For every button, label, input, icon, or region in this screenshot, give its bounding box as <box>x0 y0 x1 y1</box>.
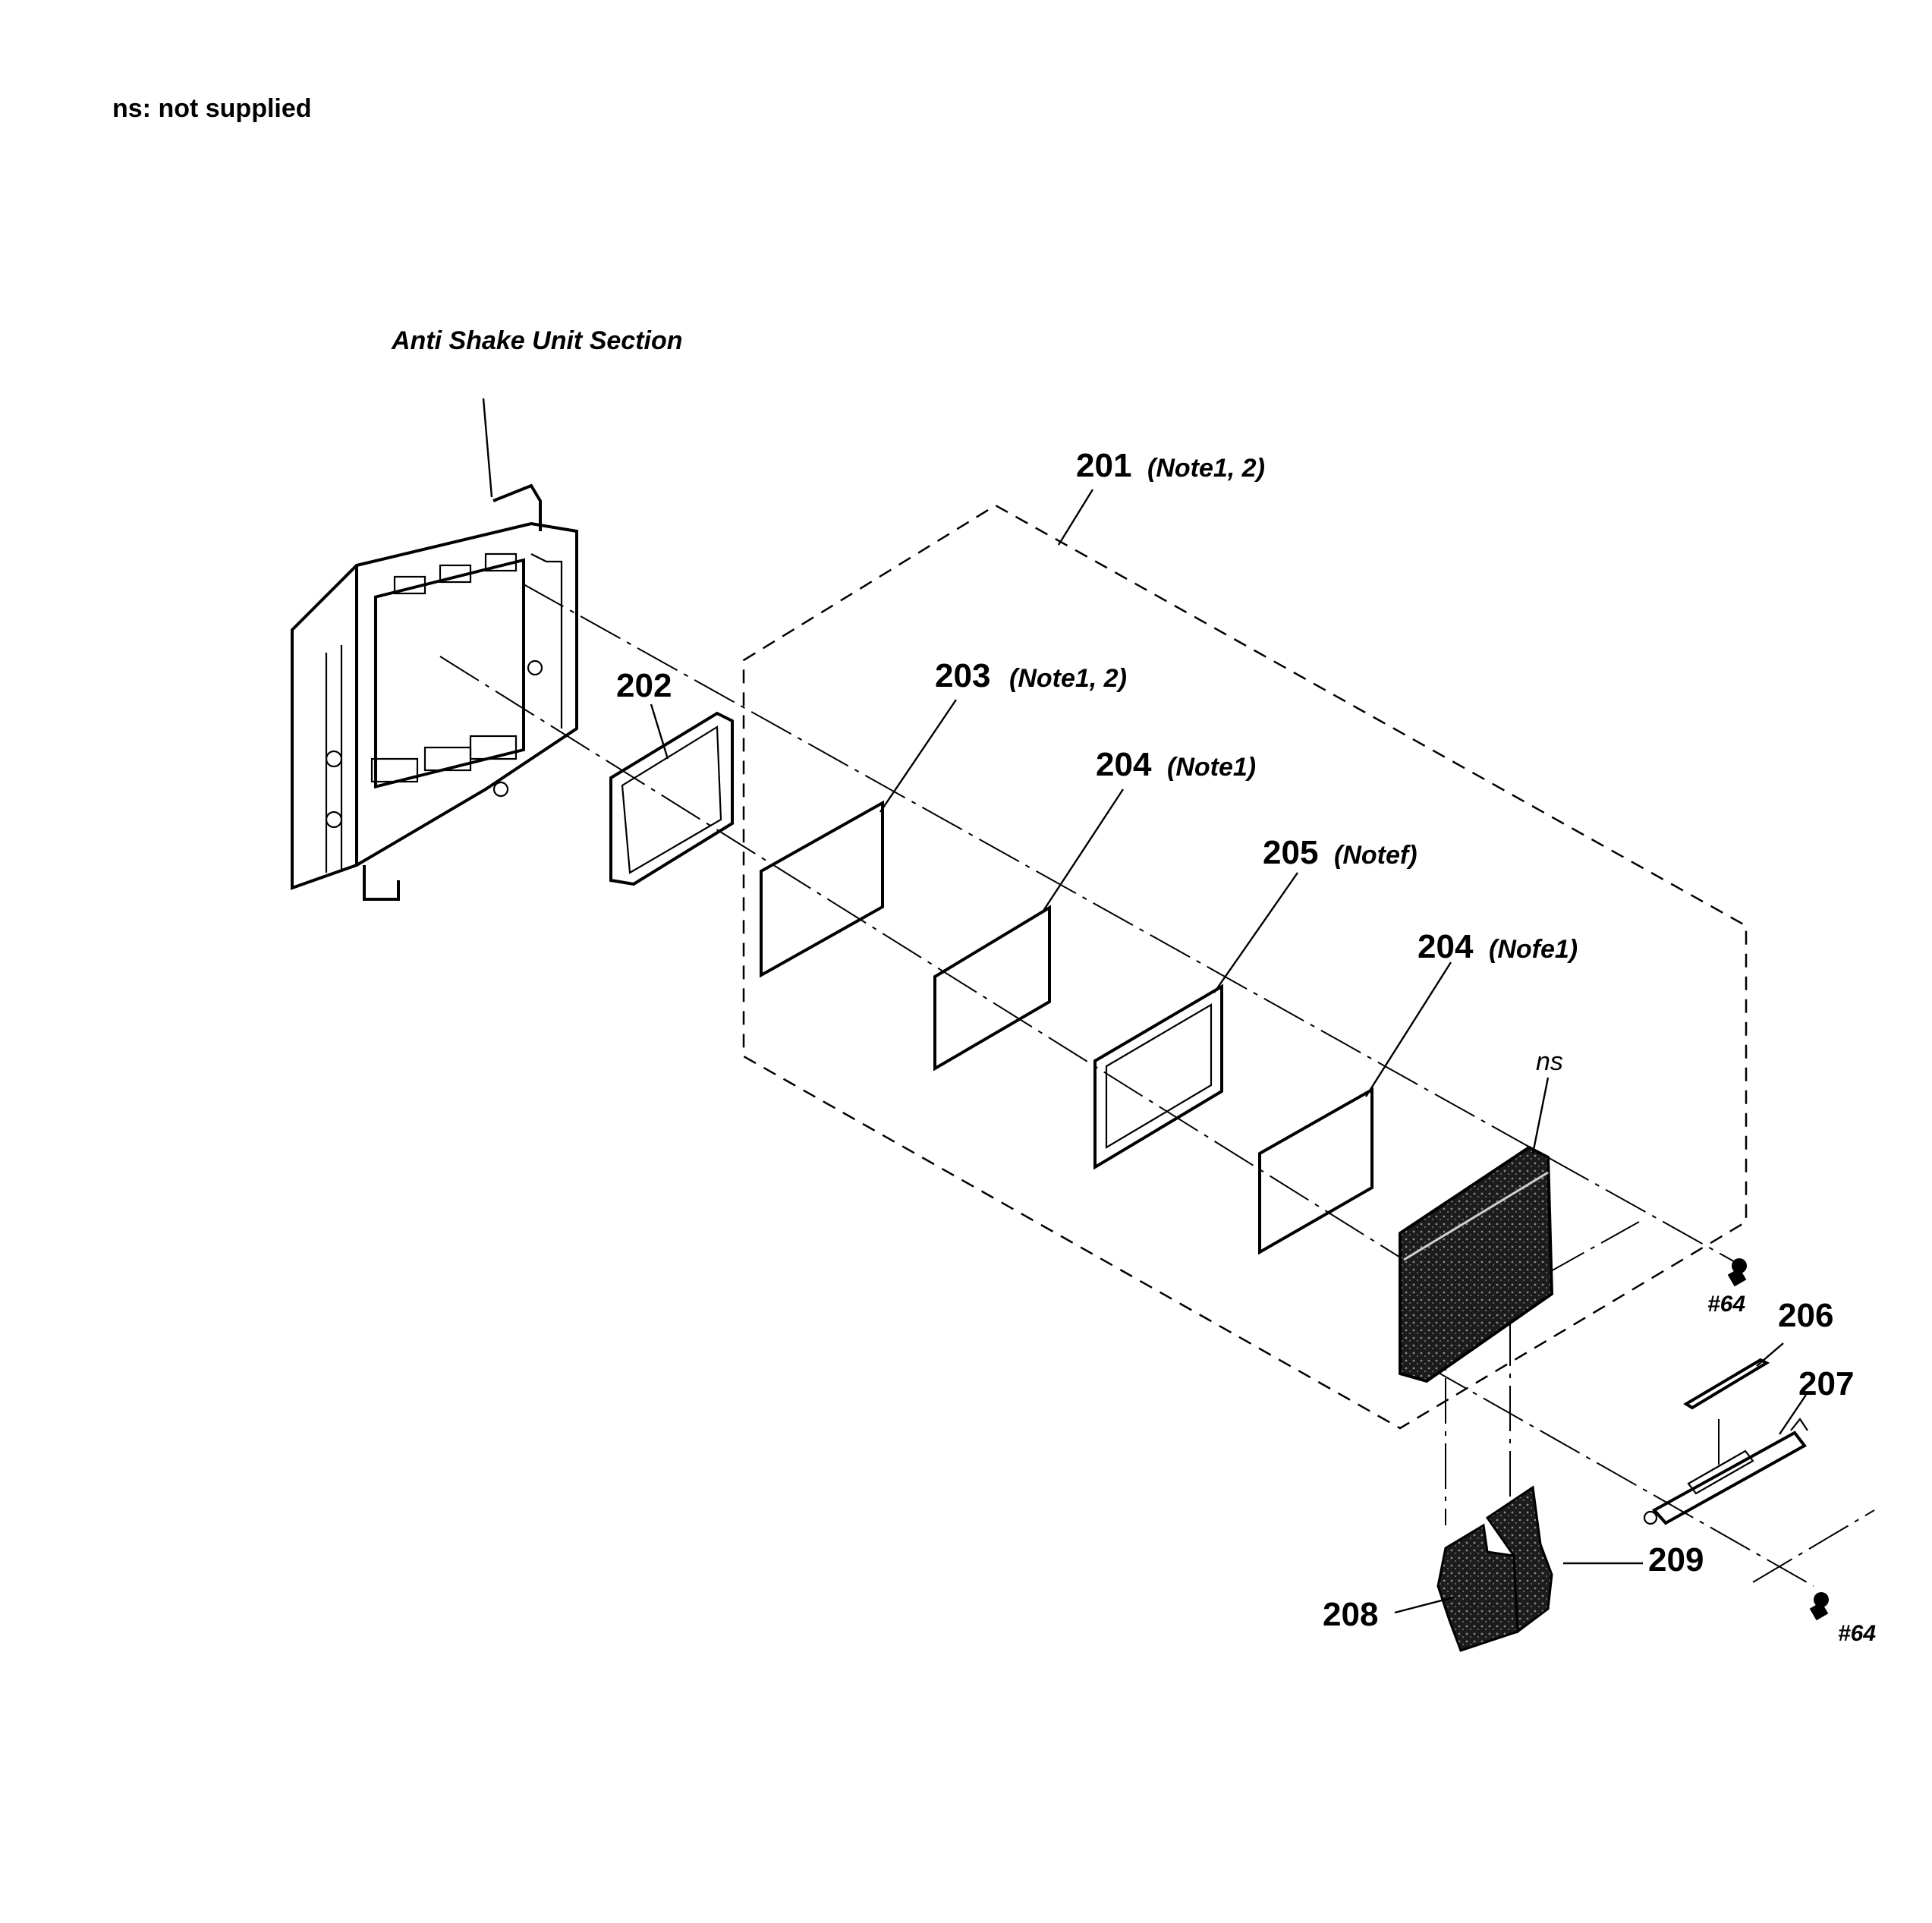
part-204b-note: (Nofe1) <box>1489 935 1578 964</box>
part-204b-leader <box>1364 962 1452 1097</box>
part-205-note: (Notef) <box>1334 841 1418 870</box>
part-206-sheet <box>1683 1358 1770 1410</box>
screw-label-1: #64 <box>1707 1292 1745 1317</box>
part-207-number: 207 <box>1798 1365 1854 1402</box>
part-204a-leader <box>1042 788 1125 911</box>
part-209-number: 209 <box>1648 1541 1704 1578</box>
screw-label-2: #64 <box>1838 1621 1876 1646</box>
axis-line-upper <box>523 584 1738 1264</box>
part-204b-number: 204 <box>1418 928 1474 965</box>
part-204a-note: (Note1) <box>1167 753 1256 782</box>
ns-tag: ns <box>1536 1047 1563 1076</box>
part-207-bracket <box>1643 1418 1808 1525</box>
section-leader <box>482 398 493 498</box>
screw-icon <box>1809 1592 1829 1621</box>
part-203-plate <box>760 800 884 978</box>
part-203-leader <box>879 699 957 813</box>
part-204a-number: 204 <box>1096 746 1152 783</box>
part-207-leader <box>1779 1394 1807 1435</box>
axis-side-link <box>1543 1221 1640 1276</box>
part-201-note: (Note1, 2) <box>1147 454 1265 483</box>
ns-leader <box>1531 1077 1550 1154</box>
section-label: Anti Shake Unit Section <box>391 326 683 355</box>
anti-shake-frame <box>291 483 578 901</box>
part-206-leader <box>1756 1342 1784 1367</box>
part-204a-sheet <box>933 905 1051 1072</box>
axis-line-center <box>439 656 1405 1260</box>
part-206-number: 206 <box>1778 1297 1833 1334</box>
screw-icon <box>1727 1258 1747 1287</box>
axis-screw-link <box>1752 1509 1875 1583</box>
part-208-leader <box>1394 1596 1454 1614</box>
part-204b-sheet <box>1258 1087 1373 1255</box>
legend-text: ns: not supplied <box>112 94 312 123</box>
part-202-number: 202 <box>616 667 672 704</box>
part-202-leader <box>650 703 669 760</box>
sensor-block-not-supplied <box>1399 1145 1554 1383</box>
part-205-number: 205 <box>1263 834 1318 871</box>
part-201-leader <box>1057 489 1094 546</box>
part-201-number: 201 <box>1076 447 1131 484</box>
parts-208-209-sheets <box>1436 1485 1553 1652</box>
part-205-leader <box>1213 872 1298 993</box>
assembly-201-boundary <box>742 504 1748 1430</box>
axis-line-lower <box>1426 1365 1814 1587</box>
part-203-note: (Note1, 2) <box>1009 664 1127 693</box>
part-203-number: 203 <box>935 657 990 694</box>
part-205-frame <box>1093 984 1223 1170</box>
part-202-frame <box>609 711 734 886</box>
part-208-number: 208 <box>1323 1596 1378 1633</box>
